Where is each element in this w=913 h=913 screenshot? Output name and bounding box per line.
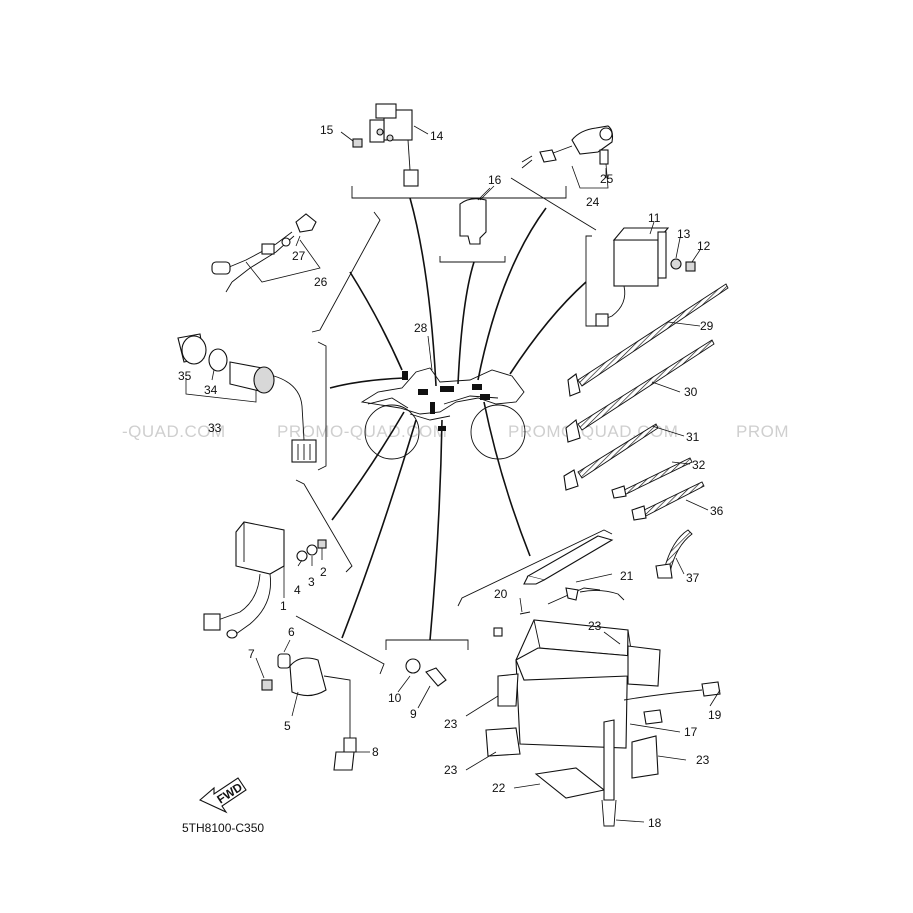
callout-label: 14 (430, 129, 444, 143)
callout-label: 37 (686, 571, 700, 585)
cable-ties (563, 283, 729, 579)
callout-label: 27 (292, 249, 306, 263)
watermark-text: -QUAD.COM (122, 422, 226, 441)
watermark-strip: -QUAD.COM PROMO-QUAD.COM PROMO-QUAD.COM … (122, 422, 789, 441)
callout-label: 17 (684, 725, 698, 739)
callout-label: 26 (314, 275, 328, 289)
callout-label: 28 (414, 321, 428, 335)
watermark-text: PROMO-QUAD.COM (277, 422, 447, 441)
rectifier-regulator (203, 521, 327, 639)
callout-label: 36 (710, 504, 724, 518)
callout-label: 25 (600, 172, 614, 186)
neutral-switch (397, 658, 447, 709)
misc-leaders (295, 185, 495, 567)
callout-label: 20 (494, 587, 508, 601)
handlebar-switch (211, 213, 321, 293)
callout-label: 23 (588, 619, 602, 633)
main-switch (177, 333, 317, 463)
callout-label: 19 (708, 708, 722, 722)
callout-label: 13 (677, 227, 691, 241)
callout-label: 7 (248, 647, 255, 661)
callout-label: 9 (410, 707, 417, 721)
callout-label: 23 (444, 763, 458, 777)
callout-label: 34 (204, 383, 218, 397)
callout-label: 22 (492, 781, 506, 795)
callout-label: 5 (284, 719, 291, 733)
callout-label: 18 (648, 816, 662, 830)
relay-assembly (521, 125, 614, 189)
callout-label: 10 (388, 691, 402, 705)
callout-labels: 1 2 3 4 5 6 7 8 9 10 11 12 13 14 15 16 1… (178, 123, 724, 830)
callout-label: 24 (586, 195, 600, 209)
callout-label: 3 (308, 575, 315, 589)
callout-label: 8 (372, 745, 379, 759)
callout-label: 35 (178, 369, 192, 383)
callout-label: 29 (700, 319, 714, 333)
atv-silhouette (360, 367, 526, 460)
callout-label: 16 (488, 173, 502, 187)
callout-label: 2 (320, 565, 327, 579)
ignition-coil (255, 639, 370, 771)
guide-lines (329, 197, 587, 641)
callout-label: 21 (620, 569, 634, 583)
callout-label: 11 (648, 211, 661, 225)
callout-label: 30 (684, 385, 698, 399)
watermark-text: PROM (736, 422, 789, 441)
fwd-arrow-icon: FWD (198, 777, 247, 814)
callout-label: 23 (444, 717, 458, 731)
starter-relay (340, 103, 429, 187)
callout-label: 33 (208, 421, 222, 435)
callout-label: 31 (686, 430, 700, 444)
diagram-code: 5TH8100-C350 (182, 821, 264, 835)
group-brackets (295, 177, 613, 675)
callout-label: 1 (280, 599, 287, 613)
coupler-cover (459, 187, 491, 245)
callout-label: 32 (692, 458, 706, 472)
callout-label: 6 (288, 625, 295, 639)
callout-label: 4 (294, 583, 301, 597)
callout-label: 15 (320, 123, 334, 137)
callout-label: 23 (696, 753, 710, 767)
cdi-unit (595, 221, 701, 327)
battery-assembly (465, 535, 721, 827)
callout-label: 12 (697, 239, 711, 253)
wire-harness (427, 335, 433, 371)
